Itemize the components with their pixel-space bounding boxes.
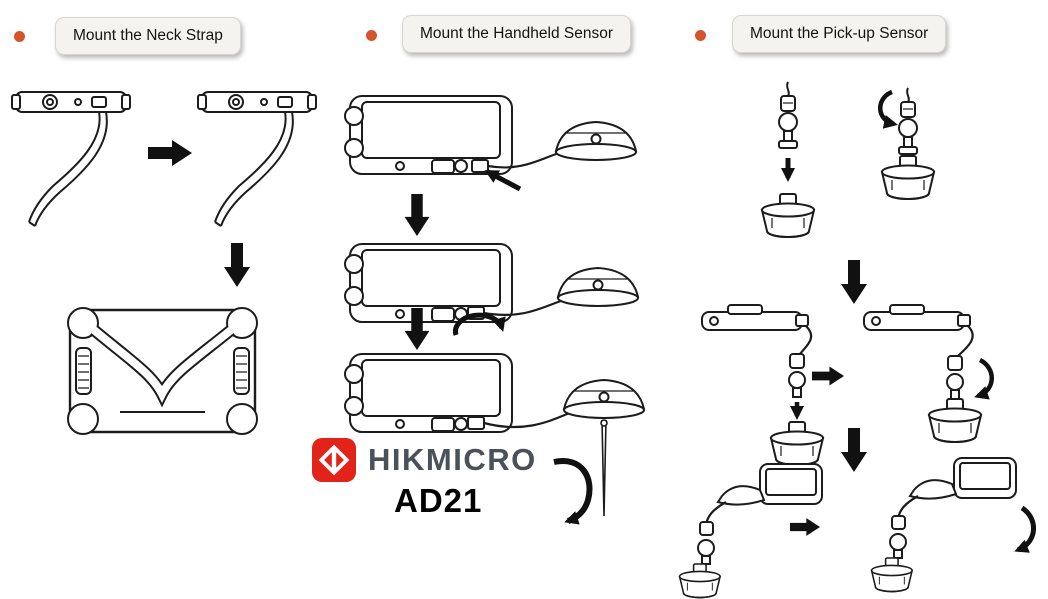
pickup-step2-illustration	[858, 80, 968, 265]
arrow-down-icon	[224, 243, 250, 287]
bullet-icon	[366, 30, 377, 41]
arrow-right-icon	[148, 140, 192, 166]
bullet-icon	[695, 30, 706, 41]
arrow-down-icon	[404, 194, 430, 236]
model-name: AD21	[394, 482, 483, 519]
pickup-assembled-right-illustration	[854, 450, 1036, 595]
handheld-step2-illustration	[340, 240, 640, 338]
arrow-down-icon	[404, 308, 430, 350]
brand-lockup: HIKMICRO	[312, 438, 537, 482]
bullet-icon	[14, 31, 25, 42]
section-header-handheld-sensor: Mount the Handheld Sensor	[402, 15, 632, 53]
pickup-step3-illustration	[700, 294, 835, 466]
arrow-right-icon	[790, 518, 820, 536]
pickup-step1-illustration	[748, 81, 828, 267]
section-header-pickup-sensor: Mount the Pick-up Sensor	[732, 15, 947, 53]
handheld-step3-illustration	[340, 350, 650, 532]
handheld-step1-illustration	[340, 92, 640, 192]
device-with-strap-illustration	[50, 296, 272, 446]
pickup-assembled-left-illustration	[676, 460, 831, 599]
section-header-neck-strap: Mount the Neck Strap	[55, 17, 241, 55]
pickup-step4-illustration	[852, 294, 1004, 466]
section-title: Mount the Handheld Sensor	[420, 25, 614, 42]
section-title: Mount the Pick-up Sensor	[750, 25, 929, 42]
hikmicro-logo-icon	[312, 438, 356, 482]
arrow-right-icon	[812, 366, 844, 386]
section-title: Mount the Neck Strap	[73, 27, 223, 44]
brand-name: HIKMICRO	[368, 442, 537, 477]
neck-strap-step1-illustration	[11, 88, 137, 236]
neck-strap-step2-illustration	[197, 88, 323, 236]
